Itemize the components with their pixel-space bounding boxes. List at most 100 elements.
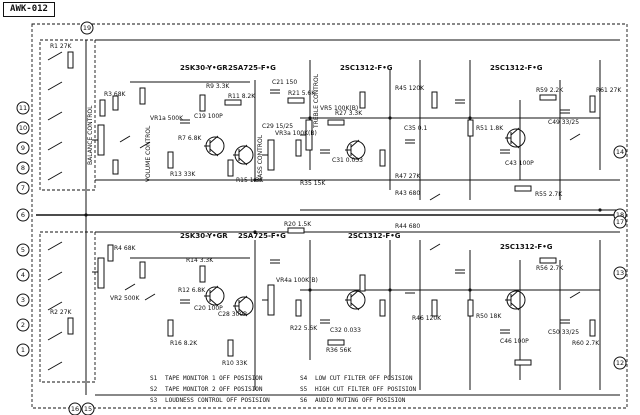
terminal-17-label: 17 <box>616 218 624 226</box>
svg-text:C20 100P: C20 100P <box>194 305 223 312</box>
svg-text:R15 1.3K: R15 1.3K <box>236 177 264 184</box>
legend-s5: S5 <box>300 386 308 393</box>
svg-text:R22 5.6K: R22 5.6K <box>290 325 318 332</box>
svg-text:R4 68K: R4 68K <box>114 245 137 252</box>
q7-label: 2SC1312-F•G <box>490 64 543 72</box>
terminal-1-circle <box>16 343 30 357</box>
terminal-12-circle <box>613 356 627 370</box>
svg-text:R13 33K: R13 33K <box>170 171 196 178</box>
legend-s1: S1 <box>150 375 158 382</box>
switch-bank-upper <box>39 39 96 191</box>
terminal-7-circle <box>16 181 30 195</box>
terminal-11-label: 11 <box>19 104 27 112</box>
terminal-13-label: 13 <box>616 269 624 277</box>
svg-text:R21 5.6K: R21 5.6K <box>288 90 316 97</box>
svg-text:R36 56K: R36 56K <box>326 347 352 354</box>
treble-control-label: TREBLE CONTROL <box>313 73 320 129</box>
svg-text:TAPE MONITOR 1 OFF POSISION: TAPE MONITOR 1 OFF POSISION <box>165 375 263 382</box>
svg-text:R10 33K: R10 33K <box>222 360 248 367</box>
terminal-10-label: 10 <box>19 124 27 132</box>
terminal-2-label: 2 <box>21 321 25 329</box>
svg-text:R43 680: R43 680 <box>395 190 420 197</box>
svg-text:R46 120K: R46 120K <box>412 315 442 322</box>
switch-contacts <box>47 51 581 371</box>
q8-label: 2SC1312-F•G <box>500 243 553 251</box>
junction-dots <box>84 116 602 292</box>
svg-text:VR3a 100K(B): VR3a 100K(B) <box>275 130 317 137</box>
switch-legend: S1 TAPE MONITOR 1 OFF POSISION S2 TAPE M… <box>150 375 417 404</box>
legend-s6: S6 <box>300 397 308 404</box>
svg-text:R9 3.3K: R9 3.3K <box>206 83 230 90</box>
terminal-13-circle <box>613 266 627 280</box>
svg-text:R60 2.7K: R60 2.7K <box>572 340 600 347</box>
svg-text:VR5 100K(B): VR5 100K(B) <box>320 105 358 112</box>
svg-text:C28 300P: C28 300P <box>218 311 247 318</box>
svg-text:LOUDNESS CONTROL OFF POSISION: LOUDNESS CONTROL OFF POSISION <box>165 397 270 404</box>
terminal-3-label: 3 <box>21 296 25 304</box>
svg-text:C43 100P: C43 100P <box>505 160 534 167</box>
svg-text:R55 2.7K: R55 2.7K <box>535 191 563 198</box>
svg-text:R7 6.8K: R7 6.8K <box>178 135 202 142</box>
svg-text:C31 0.033: C31 0.033 <box>332 157 363 164</box>
svg-text:R12 6.8K: R12 6.8K <box>178 287 206 294</box>
svg-text:R47 27K: R47 27K <box>395 173 421 180</box>
legend-s3: S3 <box>150 397 158 404</box>
terminal-15-circle <box>81 402 95 415</box>
terminal-4-circle <box>16 268 30 282</box>
svg-text:R35 15K: R35 15K <box>300 180 326 187</box>
svg-text:C46 100P: C46 100P <box>500 338 529 345</box>
svg-text:C35 0.1: C35 0.1 <box>404 125 427 132</box>
terminal-7-label: 7 <box>21 184 25 192</box>
terminal-8-label: 8 <box>21 164 25 172</box>
svg-text:C49 33/25: C49 33/25 <box>548 119 579 126</box>
potentiometers <box>92 119 313 316</box>
terminal-19-label: 19 <box>83 24 91 32</box>
svg-text:R11 8.2K: R11 8.2K <box>228 93 256 100</box>
terminal-9-circle <box>16 141 30 155</box>
q3-label: 2SA725-F•G <box>228 64 276 72</box>
q1-label: 2SK30-Y•GR <box>180 64 228 72</box>
svg-text:R51 1.8K: R51 1.8K <box>476 125 504 132</box>
svg-text:C32 0.033: C32 0.033 <box>330 327 361 334</box>
svg-text:C19 100P: C19 100P <box>194 113 223 120</box>
terminal-17-circle <box>613 215 627 229</box>
svg-text:LOW CUT FILTER OFF POSISION: LOW CUT FILTER OFF POSISION <box>315 375 413 382</box>
switch-bank-lower <box>39 231 96 383</box>
svg-text:R45 120K: R45 120K <box>395 85 425 92</box>
svg-text:C50 33/25: C50 33/25 <box>548 329 579 336</box>
svg-text:TAPE MONITOR 2 OFF POSISION: TAPE MONITOR 2 OFF POSISION <box>165 386 263 393</box>
q4-label: 2SA725-F•G <box>238 232 286 240</box>
board-outline <box>31 23 628 409</box>
terminal-6-label: 6 <box>21 211 25 219</box>
terminal-11-circle <box>16 101 30 115</box>
svg-text:VR2 500K: VR2 500K <box>110 295 140 302</box>
svg-text:C21 150: C21 150 <box>272 79 297 86</box>
svg-text:R20 1.5K: R20 1.5K <box>284 221 312 228</box>
legend-s4: S4 <box>300 375 308 382</box>
legend-s2: S2 <box>150 386 158 393</box>
capacitor-group <box>180 89 570 334</box>
terminal-5-label: 5 <box>21 246 25 254</box>
q2-label: 2SK30-Y•GR <box>180 232 228 240</box>
svg-text:R3 68K: R3 68K <box>104 91 127 98</box>
volume-control-label: VOLUME CONTROL <box>145 125 152 182</box>
resistor-group-lower <box>67 227 596 366</box>
transistor-symbols <box>204 127 526 317</box>
svg-text:R16 8.2K: R16 8.2K <box>170 340 198 347</box>
svg-text:R50 18K: R50 18K <box>476 313 502 320</box>
q5-label: 2SC1312-F•G <box>340 64 393 72</box>
svg-text:VR4a 100K(B): VR4a 100K(B) <box>276 277 318 284</box>
terminal-19-circle <box>80 21 94 35</box>
svg-text:VR1a 500K: VR1a 500K <box>150 115 184 122</box>
balance-control-label: BALANCE CONTROL <box>87 105 94 165</box>
terminal-2-circle <box>16 318 30 332</box>
terminal-3-circle <box>16 293 30 307</box>
terminal-14-label: 14 <box>616 148 624 156</box>
terminal-16-label: 16 <box>71 405 79 413</box>
svg-text:HIGH CUT FILTER OFF POSISION: HIGH CUT FILTER OFF POSISION <box>315 386 417 393</box>
terminal-5-circle <box>16 243 30 257</box>
svg-text:R61 27K: R61 27K <box>596 87 622 94</box>
terminal-14-circle <box>613 145 627 159</box>
